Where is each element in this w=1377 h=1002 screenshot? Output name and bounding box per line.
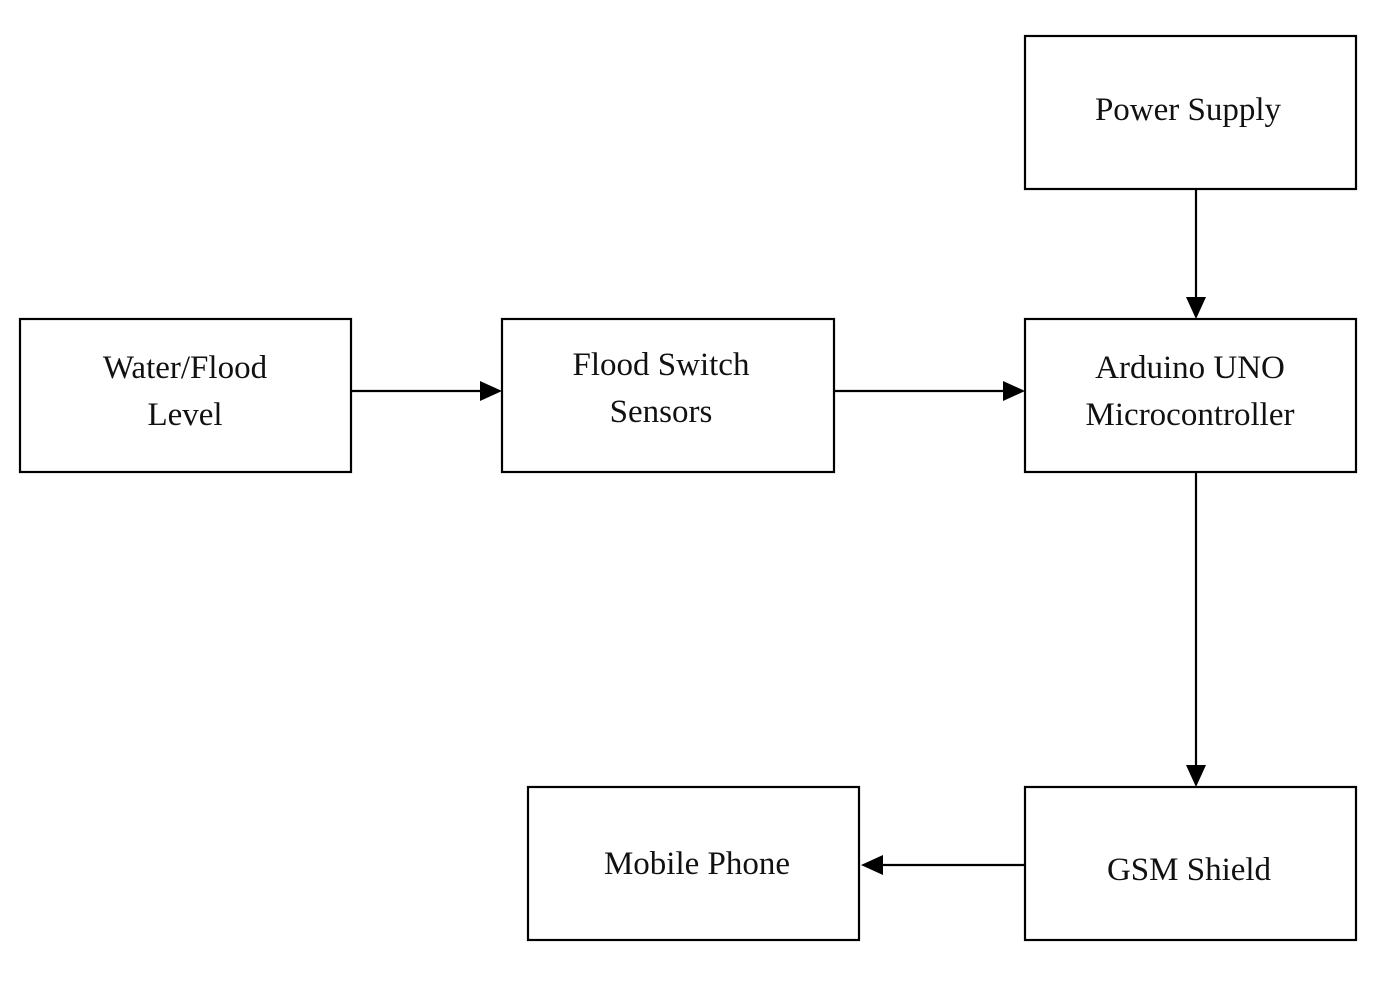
connector-flood-switch-to-arduino [834, 381, 1025, 401]
block-gsm-shield-label: GSM Shield [1107, 852, 1272, 888]
arrow-down-icon [1186, 765, 1206, 787]
connector-arduino-to-gsm [1186, 472, 1206, 787]
block-gsm-shield: GSM Shield [1023, 785, 1358, 942]
block-mobile-phone-box [526, 785, 861, 942]
block-gsm-shield-box [1023, 785, 1358, 942]
block-arduino: Arduino UNO Microcontroller [1023, 317, 1358, 474]
block-water-flood-level-box [18, 317, 353, 474]
connector-power-to-arduino [1186, 189, 1206, 319]
arrow-down-icon [1186, 297, 1206, 319]
block-flood-switch-sensors-label-line-1: Flood Switch [573, 347, 750, 383]
block-water-flood-level-label-line-2: Level [147, 397, 222, 433]
block-power-supply-box [1023, 34, 1358, 191]
connector-gsm-to-mobile [861, 855, 1025, 875]
block-power-supply: Power Supply [1023, 34, 1358, 191]
block-mobile-phone-label: Mobile Phone [604, 846, 790, 882]
block-flood-switch-sensors: Flood Switch Sensors [500, 317, 836, 474]
block-flood-switch-sensors-box [500, 317, 836, 474]
block-arduino-box [1023, 317, 1358, 474]
block-power-supply-label: Power Supply [1095, 92, 1282, 128]
block-mobile-phone: Mobile Phone [526, 785, 861, 942]
arrow-right-icon [480, 381, 502, 401]
arrow-right-icon [1003, 381, 1025, 401]
block-flood-switch-sensors-label-line-2: Sensors [610, 394, 713, 430]
arrow-left-icon [861, 855, 883, 875]
block-arduino-label-line-2: Microcontroller [1086, 397, 1295, 433]
connector-water-to-flood-switch [351, 381, 502, 401]
block-water-flood-level-label-line-1: Water/Flood [103, 350, 268, 386]
block-water-flood-level: Water/Flood Level [18, 317, 353, 474]
block-arduino-label-line-1: Arduino UNO [1095, 350, 1285, 386]
